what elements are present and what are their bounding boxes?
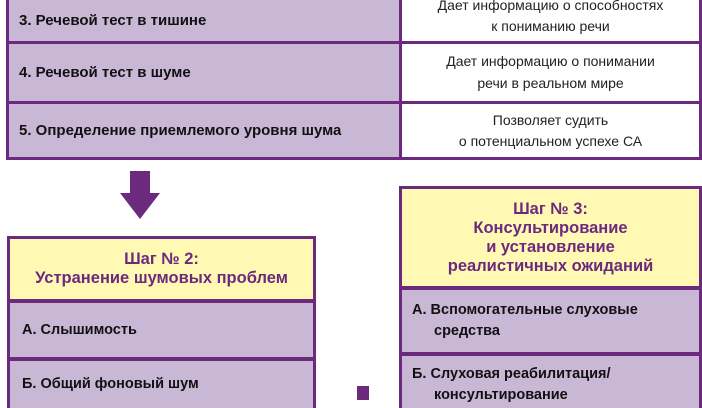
- table-row-5-description: Позволяет судить о потенциальном успехе …: [402, 104, 699, 157]
- step-3-title-line2: Консультирование: [473, 218, 628, 237]
- step-2-item-b: Б. Общий фоновый шум: [10, 361, 313, 408]
- row-4-desc-line1: Дает информацию о понимании: [446, 53, 655, 69]
- step-2-title-line1: Шаг № 2:: [124, 250, 199, 268]
- table-row-3-description: Дает информацию о способностях к пониман…: [402, 0, 699, 41]
- step-2-box: Шаг № 2: Устранение шумовых проблем А. С…: [7, 236, 316, 408]
- down-arrow-icon: [120, 193, 160, 219]
- row-5-desc-line2: о потенциальном успехе СА: [458, 132, 643, 149]
- row-3-desc-line2: к пониманию речи: [491, 17, 610, 34]
- step-3-item-b-line2: консультирование: [434, 387, 568, 403]
- step-2-title-line2: Устранение шумовых проблем: [35, 269, 288, 287]
- table-row-4-label: 4. Речевой тест в шуме: [9, 44, 399, 101]
- step-3-item-b: Б. Слуховая реабилитация/ консультирован…: [402, 356, 699, 408]
- step-2-header: Шаг № 2: Устранение шумовых проблем: [10, 239, 313, 299]
- table-row-4-description: Дает информацию о понимании речи в реаль…: [402, 44, 699, 101]
- table-row-5-label: 5. Определение приемлемого уровня шума: [9, 104, 399, 157]
- right-arrow-fragment-icon: [357, 386, 369, 400]
- step-3-item-b-line1: Б. Слуховая реабилитация/: [412, 366, 611, 382]
- step-3-item-a: А. Вспомогательные слуховые средства: [402, 290, 699, 352]
- row-3-desc-line1: Дает информацию о способностях: [437, 0, 664, 13]
- step-3-item-a-line1: А. Вспомогательные слуховые: [412, 302, 638, 318]
- step-3-title-line3: и установление: [486, 237, 615, 256]
- step-3-title-line4: реалистичных ожиданий: [447, 256, 654, 275]
- assessment-table: 3. Речевой тест в тишине Дает информацию…: [6, 0, 702, 160]
- step-2-item-a: А. Слышимость: [10, 303, 313, 357]
- down-arrow-shaft: [130, 171, 150, 193]
- step-3-title-line1: Шаг № 3:: [513, 199, 588, 218]
- step-3-box: Шаг № 3: Консультирование и установление…: [399, 186, 702, 408]
- row-4-desc-line2: речи в реальном мире: [477, 75, 624, 91]
- step-3-header: Шаг № 3: Консультирование и установление…: [402, 189, 699, 286]
- row-5-desc-line1: Позволяет судить: [492, 111, 609, 128]
- table-row-3-label: 3. Речевой тест в тишине: [9, 0, 399, 41]
- step-3-item-a-line2: средства: [434, 323, 500, 339]
